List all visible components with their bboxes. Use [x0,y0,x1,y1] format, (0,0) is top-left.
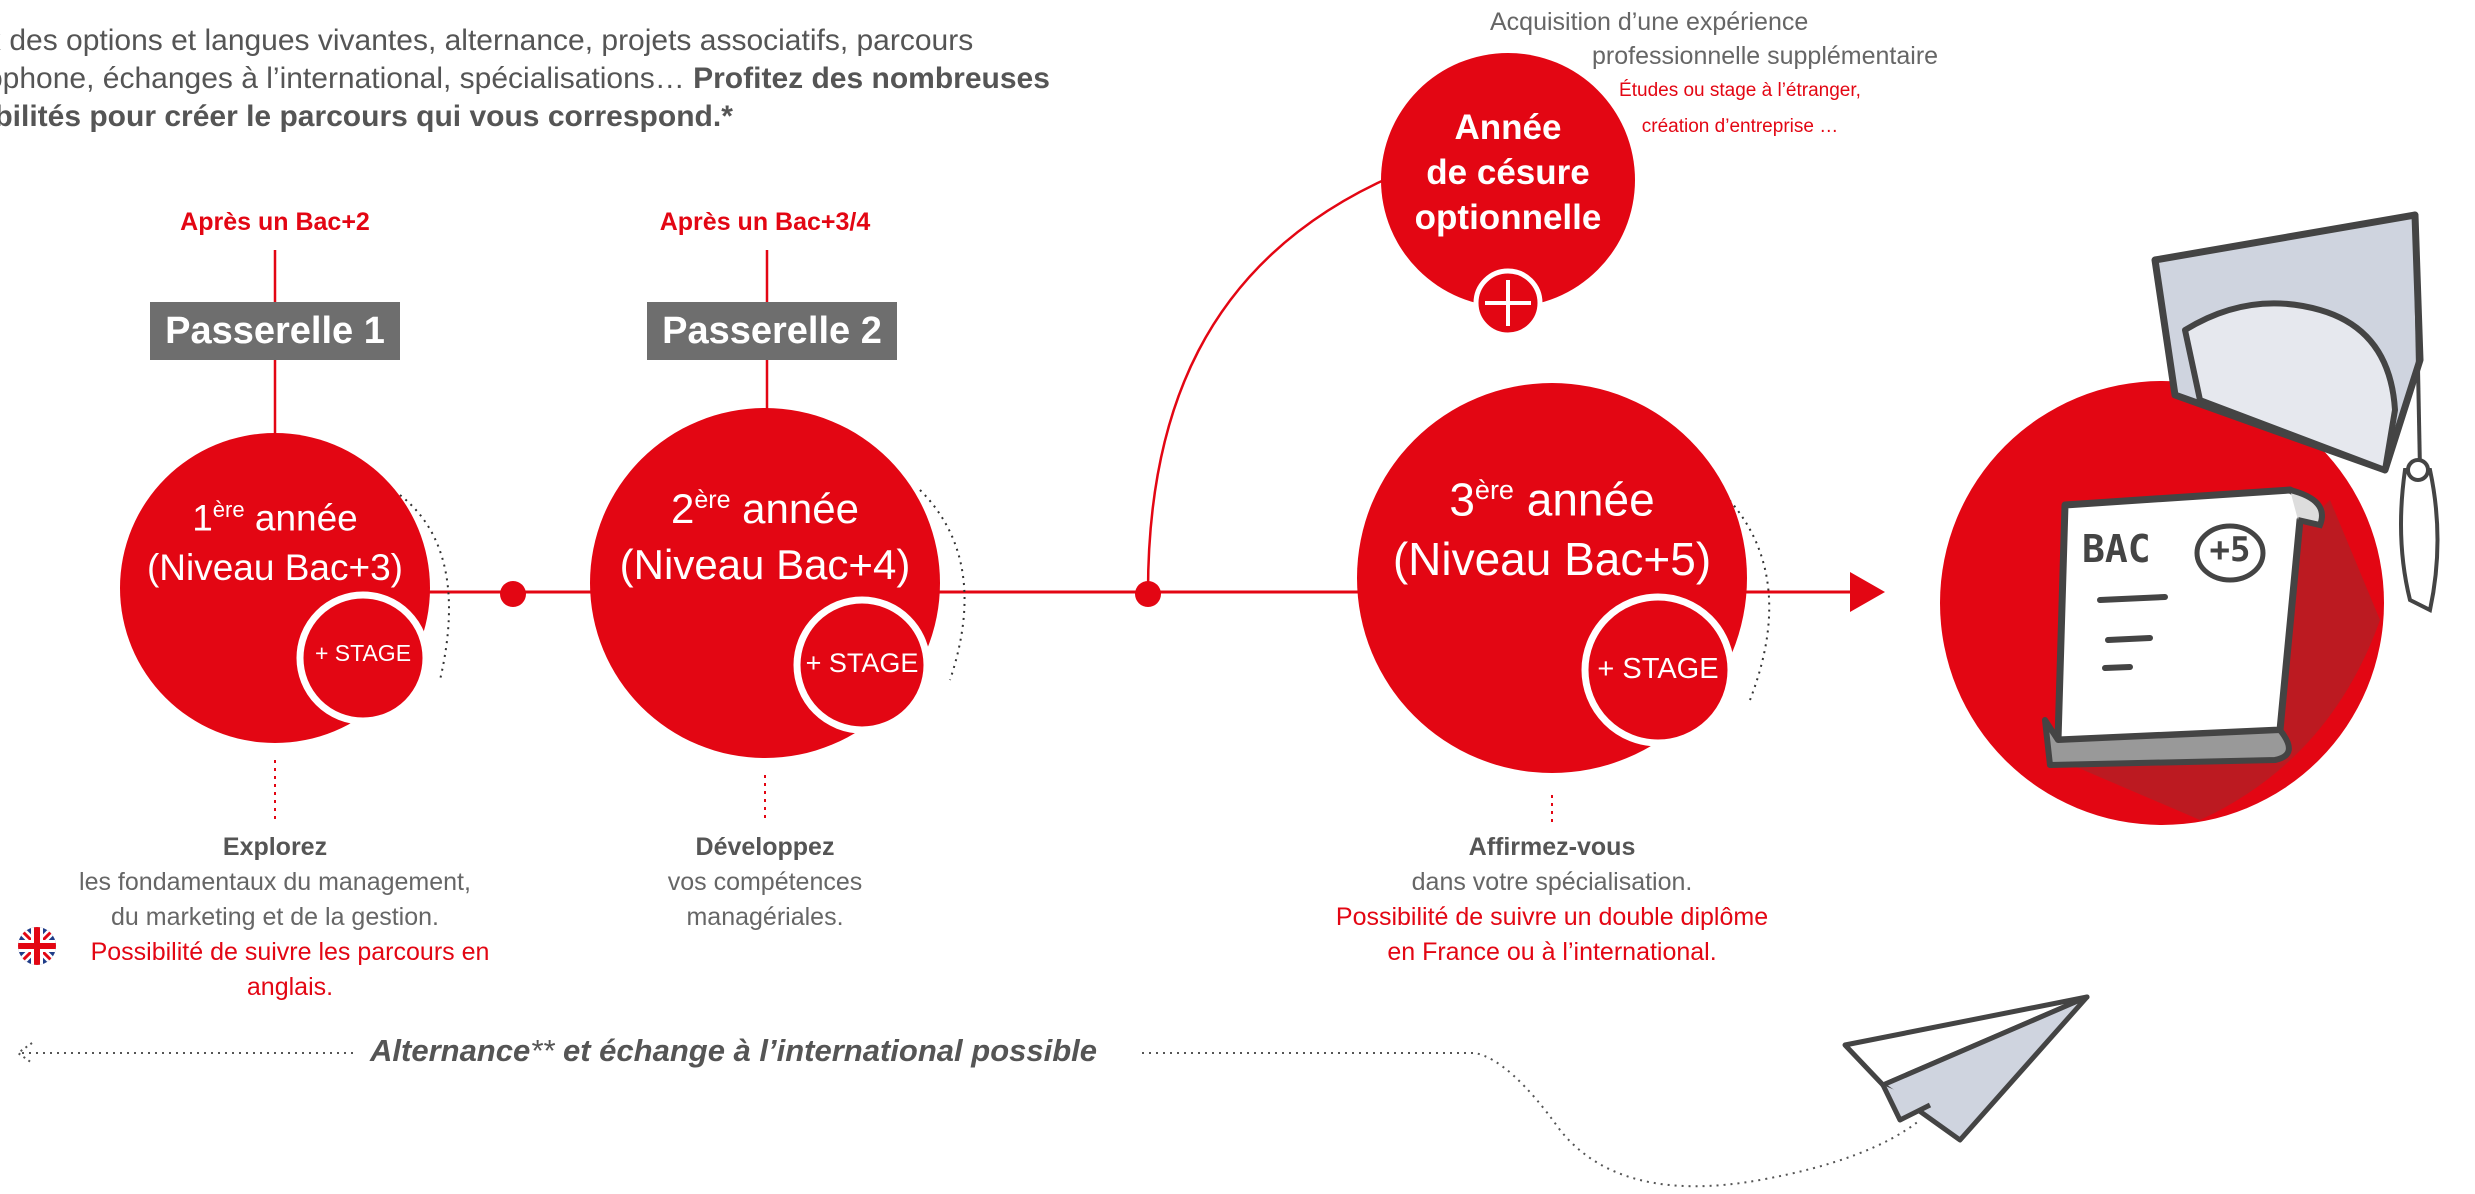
year1-stage-circle [296,591,430,725]
year3-dotted-ring [1719,489,1771,701]
cesure-label: Année de césure optionnelle [1414,108,1602,237]
year2-stage-label: + STAGE [805,648,919,678]
passerelle1-after-label: Après un Bac+2 [180,208,370,236]
timeline-dot [1135,581,1161,607]
timeline-dot [500,581,526,607]
bottom-alternance-text: Alternance** et échange à l’internationa… [370,1033,1098,1068]
cesure-arc [1146,173,1396,593]
cesure-red-line2: création d’entreprise … [1641,116,1839,137]
intro-line1: x des options et langues vivantes, alter… [0,24,974,57]
cesure-note-line1: Acquisition d’une expérience [1490,8,1809,36]
year3-stage-circle [1581,593,1735,747]
year2-description: Développez vos compétences managériales. [667,833,863,931]
year1-description: Explorez les fondamentaux du management,… [79,833,490,1001]
intro-line2-bold: Profitez des nombreuses [693,62,1050,95]
diploma-text: BAC [2082,527,2151,571]
year1-dotted-ring [399,494,450,681]
passerelle2-box: Passerelle 2 [647,302,897,360]
graduation-cap-icon [2151,211,2440,613]
year3-description: Affirmez-vous dans votre spécialisation.… [1335,833,1769,966]
plus-icon [1473,268,1543,338]
diploma-scroll-icon [2042,486,2325,768]
bottom-dotted-right [1142,1052,1921,1188]
paper-plane-icon [1842,994,2090,1143]
year1-stage-label: + STAGE [314,640,412,666]
intro-line3-bold: ibilités pour créer le parcours qui vous… [0,100,733,133]
year2-label: 2ère année (Niveau Bac+4) [619,485,911,588]
intro-paragraph: x des options et langues vivantes, alter… [0,22,1166,136]
arrow-right-icon [1850,572,1885,612]
passerelle1-box: Passerelle 1 [150,302,400,360]
year1-label: 1ère année (Niveau Bac+3) [146,497,404,589]
passerelle2-after-label: Après un Bac+3/4 [659,208,871,236]
cesure-red-line1: Études ou stage à l’étranger, [1619,80,1861,101]
year2-stage-circle [793,596,931,734]
intro-line2: ophone, échanges à l’international, spéc… [0,62,694,95]
cesure-circle [1381,53,1635,307]
year3-label: 3ère année (Niveau Bac+5) [1392,473,1712,586]
year3-stage-label: + STAGE [1597,653,1719,685]
diploma-badge: +5 [2209,530,2251,570]
cesure-note-line2: professionnelle supplémentaire [1592,42,1939,70]
